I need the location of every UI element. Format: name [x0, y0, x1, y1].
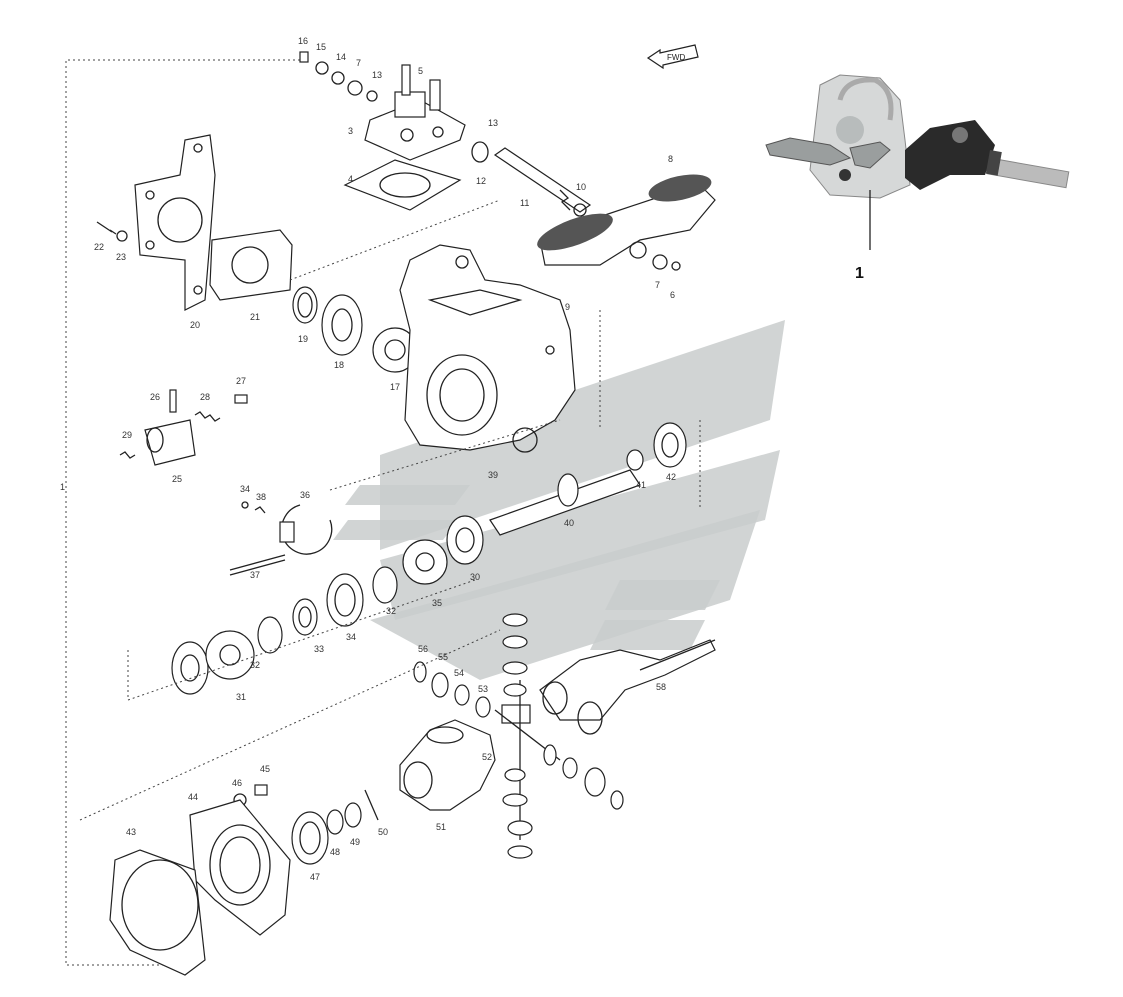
part-label: 42: [666, 472, 676, 482]
watermark-logo: [333, 320, 785, 680]
part-label: 37: [250, 570, 260, 580]
part-label: 40: [564, 518, 574, 528]
part-label: 17: [390, 382, 400, 392]
part-label: 47: [310, 872, 320, 882]
part-label: 50: [378, 827, 388, 837]
part-label: 13: [372, 70, 382, 80]
universal-joint: [494, 639, 716, 840]
part-label: 18: [334, 360, 344, 370]
part-label: 9: [565, 302, 570, 312]
part-label: 31: [236, 692, 246, 702]
part-label: 3: [348, 126, 353, 136]
part-labels: 16 15 14 7 13 5 3 4 13 12 11 10 8 7 6 9 …: [60, 36, 676, 882]
part-label: 25: [172, 474, 182, 484]
part-label: 34: [240, 484, 250, 494]
part-label: 10: [576, 182, 586, 192]
part-label: 32: [386, 606, 396, 616]
linkage-assembly: [119, 389, 248, 466]
main-housing: [399, 244, 576, 453]
part-label: 56: [418, 644, 428, 654]
mounting-flange: [134, 134, 216, 311]
part-label: 36: [300, 490, 310, 500]
part-label: 4: [348, 174, 353, 184]
part-label: 7: [356, 58, 361, 68]
part-label: 1: [60, 482, 65, 492]
part-label: 7: [655, 280, 660, 290]
yoke-housing: [399, 719, 496, 811]
middle-gear-set: [326, 515, 484, 627]
cover-plate: [209, 229, 293, 301]
gasket: [343, 159, 462, 211]
part-label: 22: [94, 242, 104, 252]
center-lines: [79, 199, 701, 821]
part-label: 46: [232, 778, 242, 788]
fwd-arrow-icon: FWD: [646, 44, 699, 70]
part-label: 29: [122, 430, 132, 440]
pedal: [537, 174, 716, 271]
rear-gasket: [109, 849, 206, 976]
part-label: 54: [454, 668, 464, 678]
part-label: 48: [330, 847, 340, 857]
part-label: 13: [488, 118, 498, 128]
part-label: 5: [418, 66, 423, 76]
cross-bearings: [413, 613, 624, 859]
bearing-set-upper: [292, 286, 418, 373]
assembly-photo: 1: [765, 74, 1070, 282]
part-label: 53: [478, 684, 488, 694]
bearing-housing: [189, 799, 291, 936]
part-label: 21: [250, 312, 260, 322]
part-label: 33: [314, 644, 324, 654]
callout-label: 1: [855, 265, 864, 282]
main-splined-shaft: [489, 422, 687, 536]
part-label: 30: [470, 572, 480, 582]
lower-gear-set: [127, 579, 476, 701]
part-label: 23: [116, 252, 126, 262]
part-label: 41: [636, 480, 646, 490]
top-cover-plate: [364, 64, 466, 161]
part-label: 32: [250, 660, 260, 670]
part-label: 34: [346, 632, 356, 642]
part-label: 19: [298, 334, 308, 344]
part-label: 14: [336, 52, 346, 62]
part-label: 58: [656, 682, 666, 692]
fwd-label: FWD: [667, 53, 685, 62]
part-label: 45: [260, 764, 270, 774]
part-label: 26: [150, 392, 160, 402]
bolt-22: [96, 221, 128, 242]
part-label: 35: [432, 598, 442, 608]
part-label: 28: [200, 392, 210, 402]
part-label: 12: [476, 176, 486, 186]
part-label: 52: [482, 752, 492, 762]
part-label: 27: [236, 376, 246, 386]
top-washers: [299, 51, 378, 102]
part-label: 15: [316, 42, 326, 52]
clip-and-pin: [229, 501, 333, 576]
part-label: 51: [436, 822, 446, 832]
part-label: 20: [190, 320, 200, 330]
part-label: 43: [126, 827, 136, 837]
part-label: 39: [488, 470, 498, 480]
part-label: 6: [670, 290, 675, 300]
part-label: 8: [668, 154, 673, 164]
seal-set: [233, 784, 379, 865]
part-label: 16: [298, 36, 308, 46]
pedal-shaft: [471, 141, 592, 217]
part-label: 38: [256, 492, 266, 502]
part-label: 44: [188, 792, 198, 802]
part-label: 11: [520, 198, 529, 208]
part-label: 49: [350, 837, 360, 847]
part-label: 55: [438, 652, 448, 662]
assembly-bracket: [65, 59, 300, 966]
